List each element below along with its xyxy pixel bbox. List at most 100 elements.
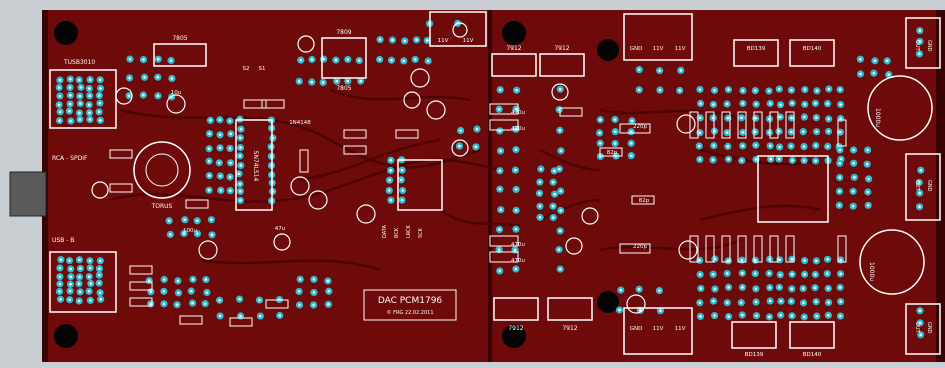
pad-hole <box>69 275 73 279</box>
pad-hole <box>768 299 772 303</box>
pad-hole <box>88 118 92 121</box>
pad-hole <box>278 314 282 317</box>
capacitor <box>198 240 218 260</box>
pad-hole <box>89 299 92 302</box>
pad-hole <box>839 314 842 318</box>
pad-hole <box>769 157 772 161</box>
pad-hole <box>598 141 602 145</box>
pad-hole <box>827 301 830 304</box>
pad-hole <box>837 204 841 207</box>
resistor <box>785 111 795 139</box>
pad-hole <box>57 103 61 107</box>
pad-hole <box>559 189 562 193</box>
pad-hole <box>778 145 781 149</box>
board-subtitle: © FRG 22.02.2011 <box>386 309 433 316</box>
pad-hole <box>515 88 518 92</box>
pad-hole <box>873 59 877 63</box>
pad-hole <box>637 287 641 291</box>
pad-hole <box>58 94 62 98</box>
resistor <box>179 315 203 325</box>
pad-hole <box>88 94 92 98</box>
label-bd139-top: BD139 <box>747 46 766 52</box>
label-rca-spdif: RCA - SPDIF <box>52 155 88 162</box>
pad-hole <box>754 89 757 92</box>
transistor-bd140-top <box>789 39 835 67</box>
pad-hole <box>68 102 72 106</box>
pad-hole <box>852 161 855 165</box>
capacitor <box>565 237 583 255</box>
resistor <box>619 243 651 254</box>
label-cap-47: 47u <box>275 226 285 232</box>
pad-hole <box>838 176 842 179</box>
pad-hole <box>712 103 715 106</box>
pad-hole <box>149 290 153 294</box>
label-11v-tc-b: 11V <box>463 38 474 44</box>
pad-hole <box>699 102 702 105</box>
pad-hole <box>169 233 172 236</box>
label-7912-b: 7912 <box>554 45 569 52</box>
pad-hole <box>162 302 166 306</box>
pad-hole <box>498 88 502 92</box>
pad-hole <box>557 248 561 251</box>
pad-hole <box>741 313 744 317</box>
pad-hole <box>815 130 818 133</box>
capacitor <box>356 204 376 224</box>
pad-hole <box>790 300 793 303</box>
pad-hole <box>777 157 781 161</box>
pad-hole <box>175 303 179 306</box>
pad-hole <box>514 267 518 271</box>
title-block <box>363 289 457 321</box>
pad-hole <box>754 158 758 161</box>
resistor <box>837 119 847 147</box>
pad-hole <box>779 299 783 303</box>
resistor <box>185 199 209 209</box>
pad-hole <box>754 300 758 304</box>
label-cap-470-2: 470u <box>511 126 525 132</box>
pad-hole <box>237 172 241 176</box>
pad-hole <box>239 314 242 318</box>
pad-hole <box>827 313 830 317</box>
pad-hole <box>815 314 819 318</box>
pad-hole <box>78 111 81 115</box>
label-cap-100: 100u <box>183 228 197 234</box>
pad-hole <box>825 272 829 275</box>
pad-hole <box>228 189 232 192</box>
capacitor <box>551 83 569 101</box>
pad-hole <box>497 248 501 252</box>
pad-hole <box>69 267 73 271</box>
pad-hole <box>919 168 923 172</box>
ic-chip-center <box>397 159 443 211</box>
pad-hole <box>238 154 242 158</box>
pad-hole <box>203 302 207 305</box>
pad-hole <box>727 315 730 318</box>
pad-hole <box>357 59 361 62</box>
pad-hole <box>207 188 211 192</box>
torus-transformer <box>133 141 191 199</box>
pad-hole <box>177 291 180 295</box>
regulator-7809 <box>321 37 367 79</box>
pad-hole <box>741 286 744 289</box>
pad-hole <box>219 174 222 178</box>
pad-hole <box>791 159 794 162</box>
pad-hole <box>310 80 314 84</box>
pad-hole <box>88 78 92 81</box>
pad-hole <box>497 107 501 111</box>
pad-hole <box>498 228 501 231</box>
pad-hole <box>713 89 716 92</box>
resistor <box>489 251 519 263</box>
pad-hole <box>768 315 771 319</box>
label-11v-tc-a: 11V <box>438 38 449 44</box>
pad-hole <box>726 145 730 148</box>
pad-hole <box>98 267 101 270</box>
pad-hole <box>552 169 556 173</box>
pad-hole <box>297 80 301 83</box>
pad-hole <box>239 146 242 149</box>
pad-hole <box>814 102 817 105</box>
pad-hole <box>851 204 855 208</box>
pad-hole <box>156 75 160 79</box>
pad-hole <box>755 314 758 318</box>
pad-hole <box>77 299 81 303</box>
pad-hole <box>77 282 81 286</box>
pad-hole <box>839 258 843 262</box>
